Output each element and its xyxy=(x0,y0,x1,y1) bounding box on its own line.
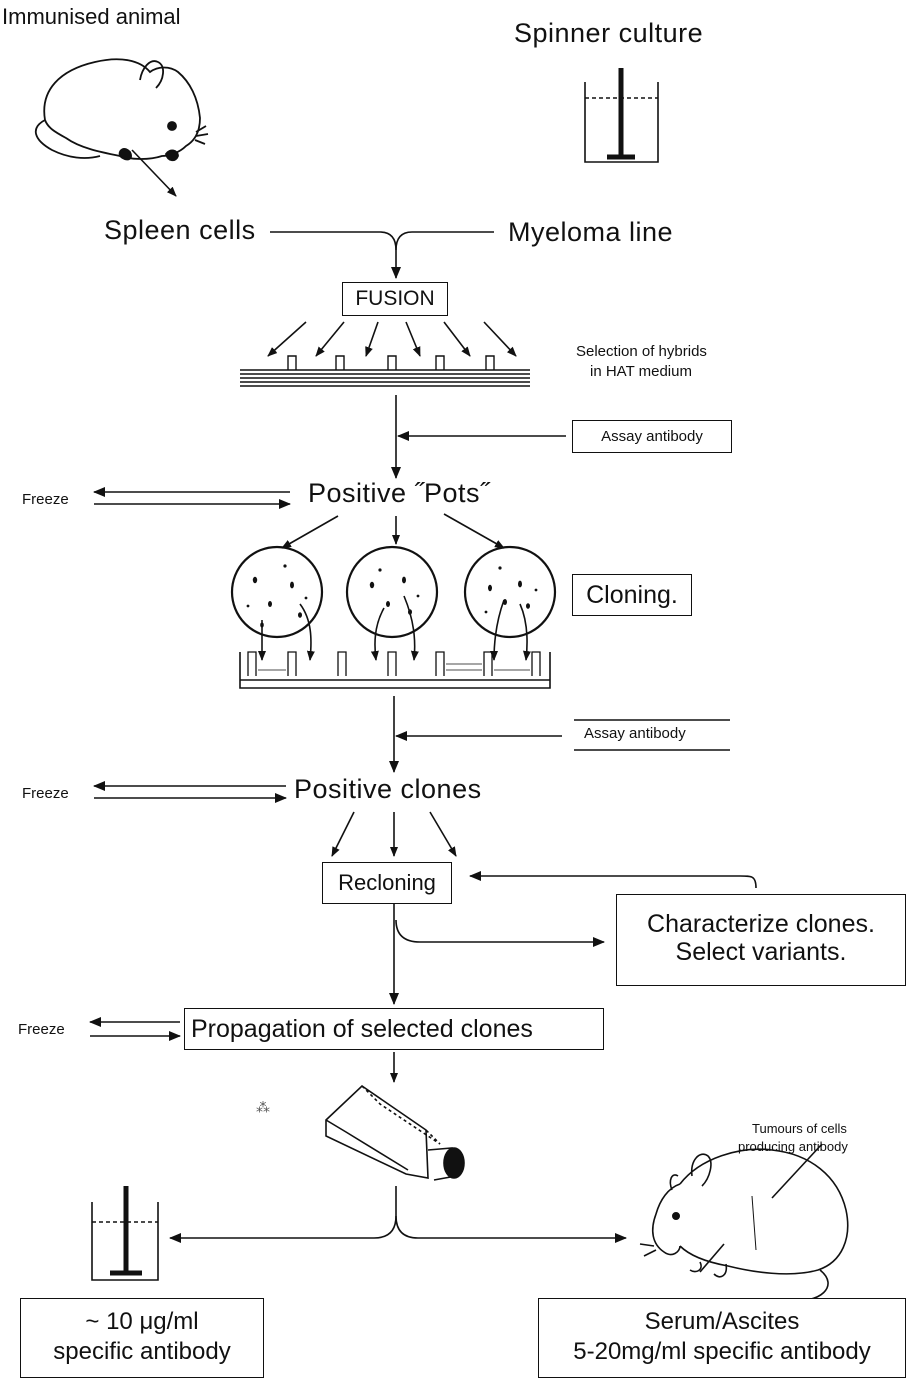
immunised-animal-label: Immunised animal xyxy=(2,4,181,29)
recloning-box: Recloning xyxy=(322,862,452,904)
svg-text:⁂: ⁂ xyxy=(256,1099,270,1115)
petri-dishes-icon xyxy=(230,545,557,661)
fusion-fanout-arrows xyxy=(267,321,517,357)
tumours-line2: producing antibody xyxy=(738,1139,848,1154)
characterize-line2: Select variants. xyxy=(675,937,847,966)
positive-clones-label: Positive clones xyxy=(294,774,482,804)
culture-flask-icon xyxy=(325,1084,465,1181)
freeze-label-3: Freeze xyxy=(18,1021,65,1038)
feedback-arrow xyxy=(469,871,757,889)
cloning-box: Cloning. xyxy=(572,574,692,616)
spinner-culture-label: Spinner culture xyxy=(514,18,704,48)
tumours-line1: Tumours of cells xyxy=(752,1121,847,1136)
freeze-label-2: Freeze xyxy=(22,785,69,802)
high-yield-line1: Serum/Ascites xyxy=(644,1308,800,1335)
merge-arrow xyxy=(379,231,401,279)
assay-antibody-label-2: Assay antibody xyxy=(584,725,686,742)
branch-to-characterize-arrow xyxy=(395,919,605,947)
low-yield-line1: ~ 10 μg/ml xyxy=(85,1308,199,1335)
selection-hybrids-line2: in HAT medium xyxy=(590,363,692,380)
positive-pots-label: Positive ˝Pots˝ xyxy=(308,478,490,508)
propagation-label: Propagation of selected clones xyxy=(191,1015,533,1043)
myeloma-line-label: Myeloma line xyxy=(508,217,674,247)
assay-antibody-box-1: Assay antibody xyxy=(572,420,732,453)
fusion-label: FUSION xyxy=(355,287,435,310)
spleen-cells-label: Spleen cells xyxy=(104,215,256,245)
selection-hybrids-line1: Selection of hybrids xyxy=(576,343,707,360)
mouse-to-spleen-arrow xyxy=(131,149,177,197)
low-yield-box: ~ 10 μg/ml specific antibody xyxy=(20,1298,264,1378)
recloning-label: Recloning xyxy=(338,870,436,895)
low-yield-line2: specific antibody xyxy=(53,1338,231,1365)
characterize-line1: Characterize clones. xyxy=(647,910,875,938)
to-spinner-arrow xyxy=(169,1215,397,1243)
tumour-mouse-icon xyxy=(639,1143,849,1313)
freeze-label-1: Freeze xyxy=(22,491,69,508)
fusion-box: FUSION xyxy=(342,282,448,316)
high-yield-box: Serum/Ascites 5-20mg/ml specific antibod… xyxy=(538,1298,906,1378)
propagation-box: Propagation of selected clones xyxy=(184,1008,604,1050)
cloning-label: Cloning. xyxy=(586,581,678,609)
mouse-icon xyxy=(34,58,209,162)
high-yield-line2: 5-20mg/ml specific antibody xyxy=(573,1338,871,1365)
assay-antibody-label-1: Assay antibody xyxy=(601,428,703,445)
characterize-box: Characterize clones. Select variants. xyxy=(616,894,906,986)
spinner-culture-vessel-icon xyxy=(584,68,659,163)
spinner-vessel-bottom-icon xyxy=(91,1186,159,1281)
multiwell-plate-icon xyxy=(239,651,551,689)
to-mouse-arrow xyxy=(395,1215,627,1243)
culture-plate-icon xyxy=(240,355,530,387)
